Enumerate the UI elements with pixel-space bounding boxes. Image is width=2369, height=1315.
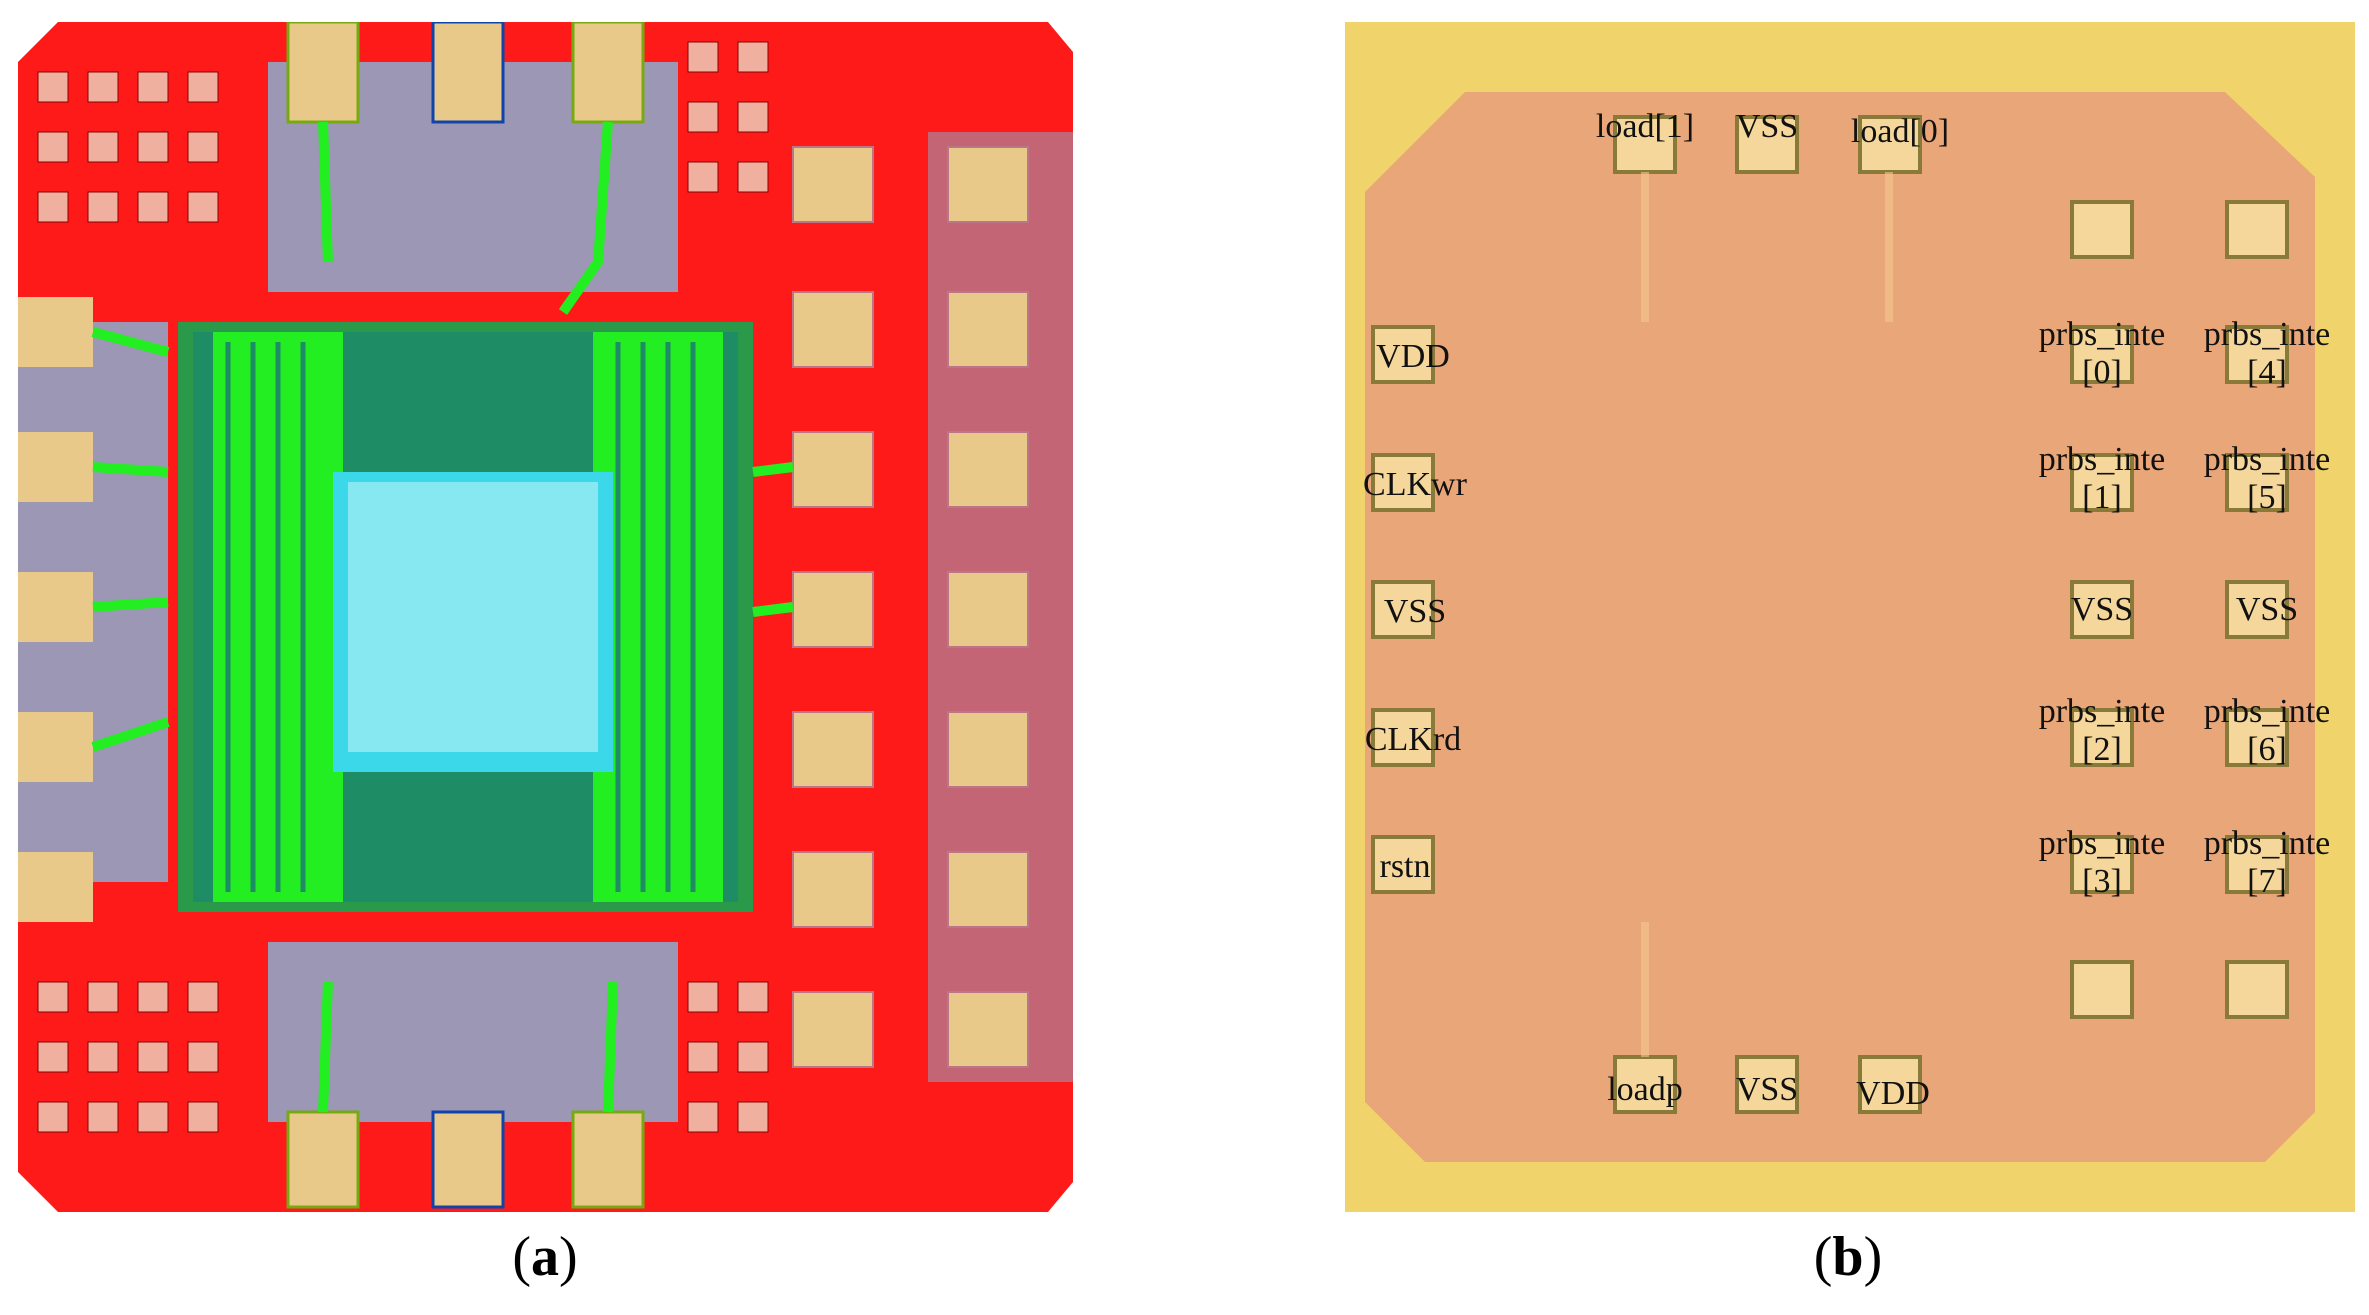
layout-green-block-right [593, 332, 723, 902]
photo-label-r1-2a: VSS [2071, 591, 2133, 628]
photo-label-r1-1a: prbs_inte [2039, 441, 2166, 478]
layout-panel: (a) [18, 20, 1073, 1288]
layout-pads-top [286, 20, 645, 124]
photo-label-top-0: load[1] [1596, 108, 1694, 145]
caption-a: (a) [512, 1226, 578, 1288]
photo-pads-bottom [1613, 1055, 1922, 1114]
photo-label-r1-1b: [1] [2082, 479, 2122, 516]
die-photo-panel: load[1] VSS load[0] loadp VSS VDD VDD CL… [1345, 22, 2355, 1288]
photo-label-left-3: CLKrd [1365, 721, 1461, 758]
photo-traces [1641, 172, 1893, 1057]
layout-core-stripes [225, 342, 696, 892]
photo-label-r2-3b: [6] [2247, 731, 2287, 768]
photo-label-r2-0b: [4] [2247, 354, 2287, 391]
photo-label-r1-3a: prbs_inte [2039, 693, 2166, 730]
chip-layout-drawing [18, 20, 1073, 1212]
caption-b: (b) [1813, 1226, 1883, 1288]
photo-label-bottom-0: loadp [1607, 1071, 1683, 1108]
layout-pads-bottom [286, 1110, 645, 1209]
photo-label-r2-0a: prbs_inte [2204, 316, 2331, 353]
photo-label-r2-1a: prbs_inte [2204, 441, 2331, 478]
layout-pads-right [792, 146, 1029, 1068]
photo-label-r1-4b: [3] [2082, 863, 2122, 900]
photo-label-r2-3a: prbs_inte [2204, 693, 2331, 730]
layout-pads-left [18, 297, 93, 922]
photo-label-bottom-2: VDD [1856, 1075, 1930, 1112]
photo-label-r1-0a: prbs_inte [2039, 316, 2166, 353]
photo-label-top-1: VSS [1736, 108, 1798, 145]
photo-label-r1-0b: [0] [2082, 354, 2122, 391]
die-photo-drawing: load[1] VSS load[0] loadp VSS VDD VDD CL… [1345, 22, 2355, 1212]
photo-label-r2-4a: prbs_inte [2204, 825, 2331, 862]
photo-label-left-2: VSS [1384, 593, 1446, 630]
photo-pads-left [1371, 325, 1435, 894]
photo-label-r1-4a: prbs_inte [2039, 825, 2166, 862]
photo-label-left-0: VDD [1376, 338, 1450, 375]
photo-pads-right [2070, 200, 2289, 1019]
photo-label-left-4: rstn [1380, 848, 1431, 885]
layout-logic-area [348, 482, 598, 752]
photo-label-r2-4b: [7] [2247, 863, 2287, 900]
layout-routing-traces [91, 121, 794, 1113]
photo-label-left-1: CLKwr [1363, 466, 1468, 503]
photo-label-r2-2a: VSS [2236, 591, 2298, 628]
die-active-area [1365, 92, 2315, 1162]
photo-label-bottom-1: VSS [1736, 1071, 1798, 1108]
photo-label-r1-3b: [2] [2082, 731, 2122, 768]
photo-label-r2-1b: [5] [2247, 479, 2287, 516]
photo-pads-top [1613, 115, 1922, 174]
photo-label-top-2: load[0] [1851, 113, 1949, 150]
layout-corner-vias [37, 41, 769, 1133]
